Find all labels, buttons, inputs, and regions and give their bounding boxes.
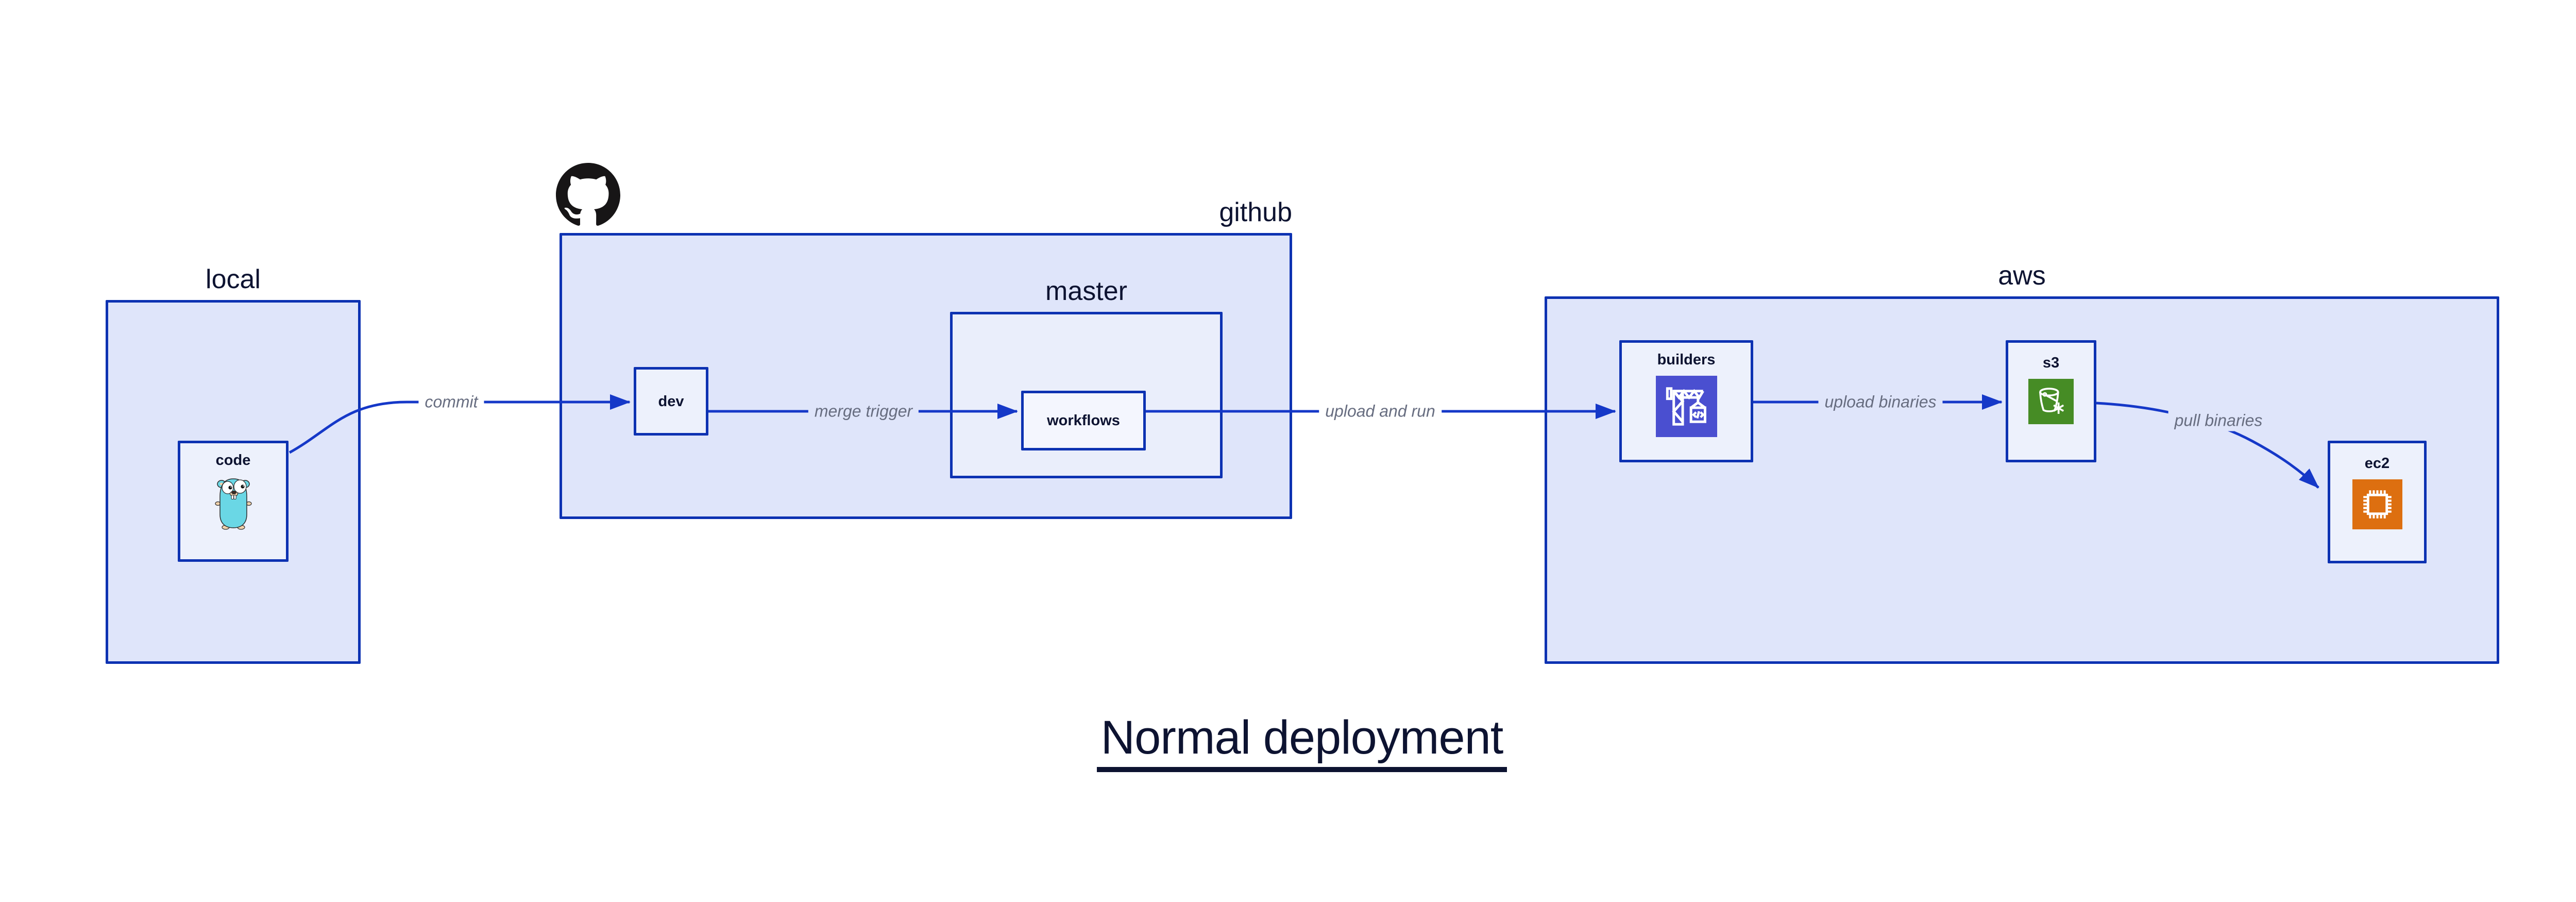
edge-label-merge-trigger: merge trigger	[808, 400, 919, 422]
cluster-label-master: master	[1045, 276, 1127, 306]
node-workflows: workflows	[1021, 391, 1146, 450]
title-wrap: Normal deployment	[0, 710, 2576, 772]
edge-label-pull-binaries: pull binaries	[2168, 410, 2269, 431]
cluster-label-aws: aws	[1998, 261, 2046, 291]
cluster-label-github: github	[1219, 197, 1292, 227]
ec2-chip-icon	[2352, 479, 2402, 529]
s3-glacier-bucket-icon	[2028, 379, 2074, 424]
go-gopher-icon	[214, 478, 252, 530]
node-s3: s3	[2006, 340, 2096, 462]
node-workflows-label: workflows	[1047, 412, 1120, 429]
node-dev: dev	[634, 367, 708, 436]
node-code-label: code	[215, 452, 251, 469]
codebuild-crane-icon	[1655, 376, 1717, 437]
node-builders: builders	[1619, 340, 1753, 462]
node-s3-label: s3	[2042, 355, 2060, 371]
edge-label-upload-binaries: upload binaries	[1818, 391, 1943, 413]
diagram-title: Normal deployment	[1096, 710, 1507, 772]
node-ec2: ec2	[2328, 441, 2427, 563]
node-builders-label: builders	[1657, 352, 1716, 368]
edge-label-commit: commit	[418, 391, 484, 413]
node-dev-label: dev	[658, 393, 684, 410]
node-ec2-label: ec2	[2364, 455, 2390, 472]
edge-label-upload-and-run: upload and run	[1319, 400, 1442, 422]
node-code: code	[178, 441, 289, 562]
github-octocat-icon	[556, 163, 620, 226]
cluster-label-local: local	[206, 264, 261, 294]
